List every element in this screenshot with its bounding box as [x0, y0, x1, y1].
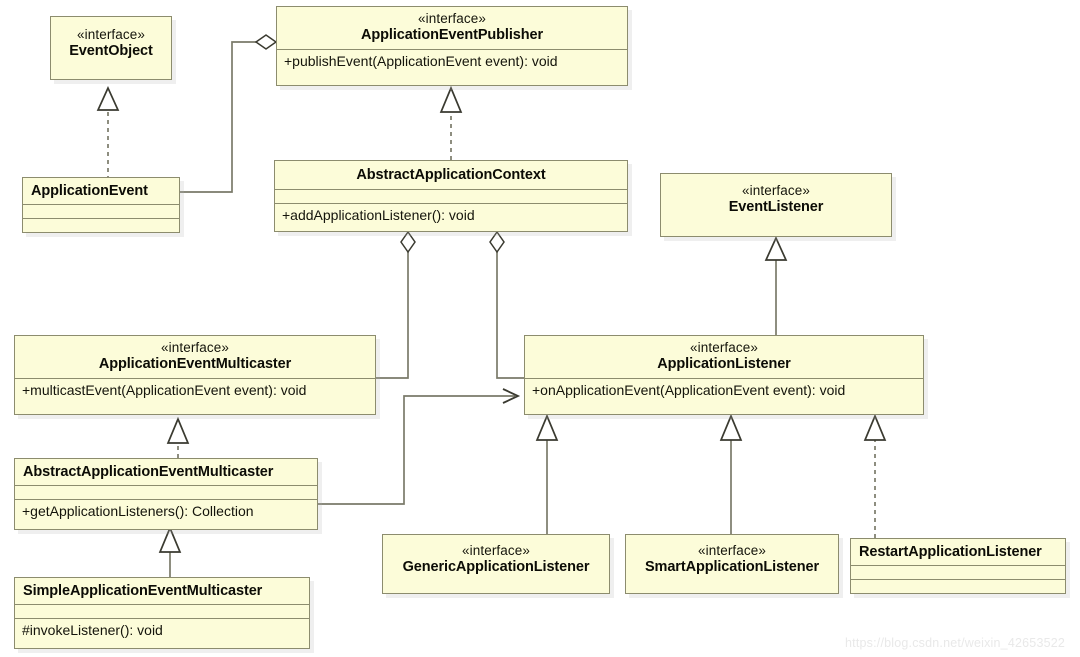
triangle-head-generic — [535, 413, 559, 441]
class-name: SmartApplicationListener — [644, 558, 820, 575]
stereotype-label: «interface» — [77, 27, 145, 42]
triangle-head-restart — [863, 413, 887, 441]
class-box-simpleapplicationeventmulticaster[interactable]: SimpleApplicationEventMulticaster #invok… — [14, 577, 310, 649]
class-name: ApplicationListener — [657, 355, 791, 372]
class-empty-compartment — [23, 218, 179, 232]
triangle-head-abstractmulticaster — [158, 525, 182, 553]
class-name: ApplicationEvent — [31, 183, 148, 199]
class-empty-compartment — [15, 604, 309, 618]
class-box-abstractapplicationcontext[interactable]: AbstractApplicationContext +addApplicati… — [274, 160, 628, 232]
class-box-applicationeventpublisher[interactable]: «interface» ApplicationEventPublisher +p… — [276, 6, 628, 86]
class-header-eventlistener: «interface» EventListener — [661, 174, 891, 221]
stereotype-label: «interface» — [161, 340, 229, 355]
stereotype-label: «interface» — [418, 11, 486, 26]
diamond-head-context-multicaster — [400, 230, 416, 254]
class-box-smartapplicationlistener[interactable]: «interface» SmartApplicationListener — [625, 534, 839, 594]
class-name: RestartApplicationListener — [859, 544, 1042, 560]
class-member-row: +getApplicationListeners(): Collection — [15, 499, 317, 524]
triangle-head-eventobject — [96, 85, 120, 111]
class-member-row: +publishEvent(ApplicationEvent event): v… — [277, 49, 627, 74]
class-box-applicationlistener[interactable]: «interface» ApplicationListener +onAppli… — [524, 335, 924, 415]
class-name: ApplicationEventMulticaster — [98, 355, 292, 372]
class-name: AbstractApplicationEventMulticaster — [23, 464, 274, 480]
class-empty-compartment — [851, 565, 1065, 579]
diamond-head-context-listener — [489, 230, 505, 254]
class-header-eventobject: «interface» EventObject — [51, 17, 171, 65]
class-member-row: +onApplicationEvent(ApplicationEvent eve… — [525, 378, 923, 403]
class-header-abstractapplicationeventmulticaster: AbstractApplicationEventMulticaster — [15, 459, 317, 485]
class-name: EventListener — [728, 198, 824, 215]
class-header-applicationevent: ApplicationEvent — [23, 178, 179, 204]
class-name: EventObject — [69, 42, 153, 59]
watermark-text: https://blog.csdn.net/weixin_42653522 — [845, 636, 1066, 650]
triangle-head-smart — [719, 413, 743, 441]
class-box-eventobject[interactable]: «interface» EventObject — [50, 16, 172, 80]
triangle-head-publisher — [439, 85, 463, 113]
class-name: GenericApplicationListener — [402, 558, 590, 575]
class-header-applicationeventmulticaster: «interface» ApplicationEventMulticaster — [15, 336, 375, 378]
class-empty-compartment — [275, 189, 627, 203]
class-box-applicationevent[interactable]: ApplicationEvent — [22, 177, 180, 233]
class-member-row: +multicastEvent(ApplicationEvent event):… — [15, 378, 375, 403]
triangle-head-multicaster — [166, 416, 190, 444]
class-header-applicationeventpublisher: «interface» ApplicationEventPublisher — [277, 7, 627, 49]
class-member-row: +addApplicationListener(): void — [275, 203, 627, 228]
edge-publisher-applicationevent — [180, 41, 256, 193]
stereotype-label: «interface» — [690, 340, 758, 355]
class-box-restartapplicationlistener[interactable]: RestartApplicationListener — [850, 538, 1066, 594]
stereotype-label: «interface» — [462, 543, 530, 558]
class-header-restartapplicationlistener: RestartApplicationListener — [851, 539, 1065, 565]
class-header-simpleapplicationeventmulticaster: SimpleApplicationEventMulticaster — [15, 578, 309, 604]
class-name: AbstractApplicationContext — [356, 167, 546, 183]
class-header-smartapplicationlistener: «interface» SmartApplicationListener — [626, 535, 838, 581]
edge-context-multicaster — [376, 252, 409, 379]
edge-context-listener — [496, 252, 524, 379]
triangle-head-eventlistener — [764, 235, 788, 261]
class-empty-compartment — [851, 579, 1065, 593]
class-box-abstractapplicationeventmulticaster[interactable]: AbstractApplicationEventMulticaster +get… — [14, 458, 318, 530]
class-box-genericapplicationlistener[interactable]: «interface» GenericApplicationListener — [382, 534, 610, 594]
class-name: ApplicationEventPublisher — [361, 26, 543, 43]
stereotype-label: «interface» — [698, 543, 766, 558]
class-empty-compartment — [15, 485, 317, 499]
class-box-eventlistener[interactable]: «interface» EventListener — [660, 173, 892, 237]
diamond-head-publisher — [254, 34, 278, 50]
class-member-row: #invokeListener(): void — [15, 618, 309, 643]
class-box-applicationeventmulticaster[interactable]: «interface» ApplicationEventMulticaster … — [14, 335, 376, 415]
class-header-abstractapplicationcontext: AbstractApplicationContext — [275, 161, 627, 189]
class-header-applicationlistener: «interface» ApplicationListener — [525, 336, 923, 378]
stereotype-label: «interface» — [742, 183, 810, 198]
class-header-genericapplicationlistener: «interface» GenericApplicationListener — [383, 535, 609, 581]
open-arrow-head-listener — [502, 388, 521, 404]
class-name: SimpleApplicationEventMulticaster — [23, 583, 263, 599]
class-empty-compartment — [23, 204, 179, 218]
